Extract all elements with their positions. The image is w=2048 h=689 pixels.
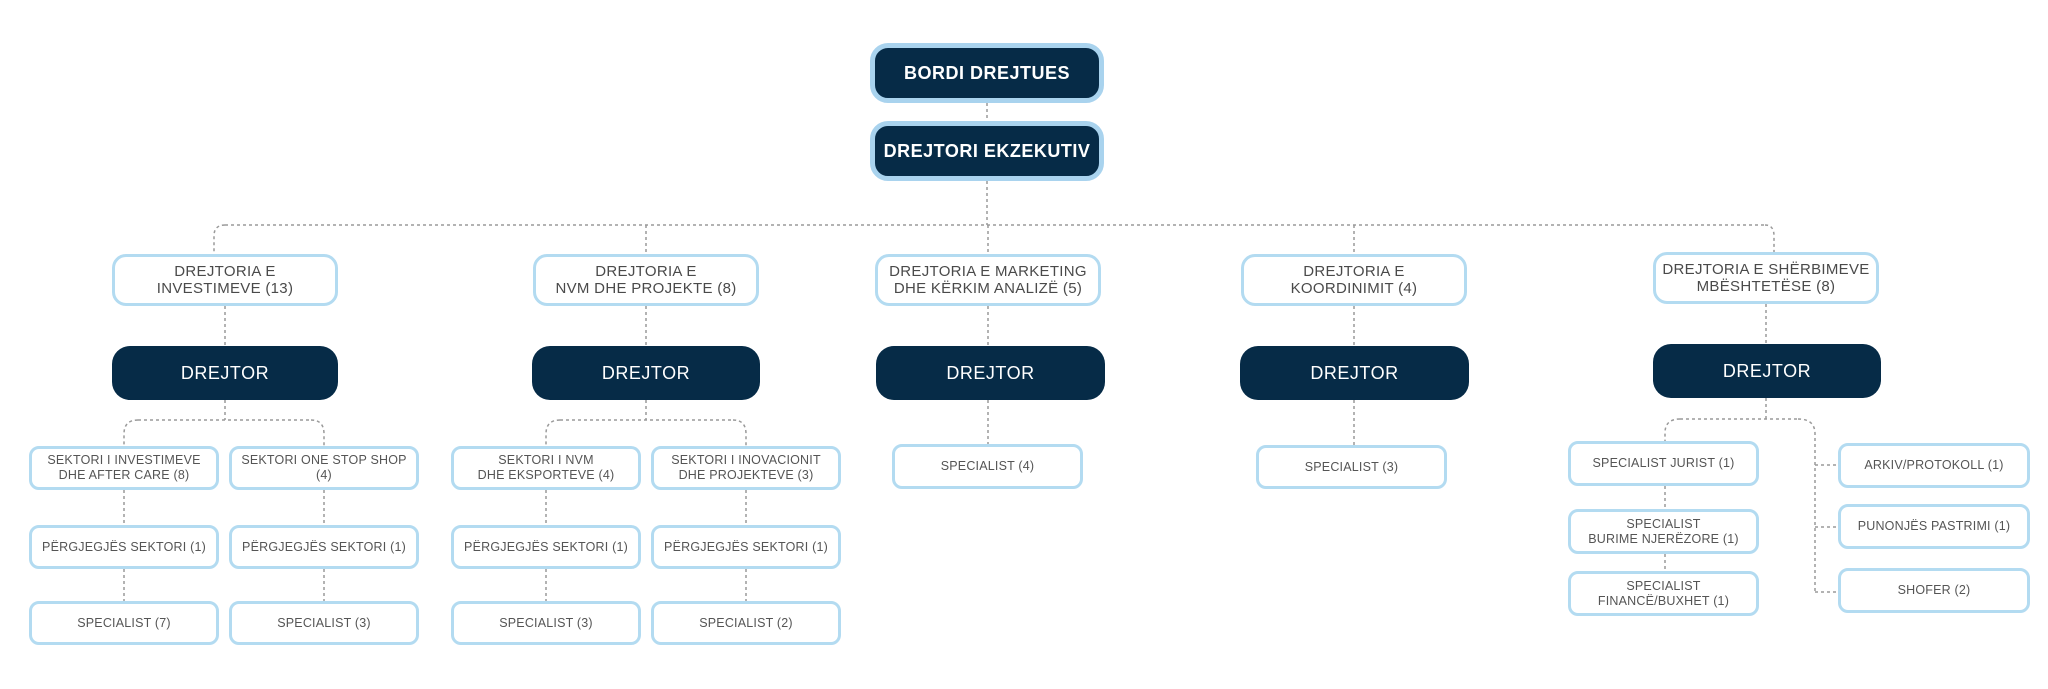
director-marketing: DREJTOR bbox=[876, 346, 1105, 400]
board-node: BORDI DREJTUES bbox=[870, 43, 1104, 103]
connector-line bbox=[123, 419, 139, 446]
sector-inovacionit-projekteve: SEKTORI I INOVACIONIT DHE PROJEKTEVE (3) bbox=[651, 446, 841, 490]
connector-line bbox=[310, 419, 325, 446]
director-koordinimit: DREJTOR bbox=[1240, 346, 1469, 400]
sector-lead: PËRGJEGJËS SEKTORI (1) bbox=[651, 525, 841, 569]
sector-nvm-eksporteve: SEKTORI I NVM DHE EKSPORTEVE (4) bbox=[451, 446, 641, 490]
connector-line bbox=[545, 419, 561, 446]
specialist-burime-njerezore: SPECIALIST BURIME NJERËZORE (1) bbox=[1568, 509, 1759, 554]
sector-investimeve-aftercare: SEKTORI I INVESTIMEVE DHE AFTER CARE (8) bbox=[29, 446, 219, 490]
directorate-marketing: DREJTORIA E MARKETING DHE KËRKIM ANALIZË… bbox=[875, 254, 1101, 306]
specialist-node: SPECIALIST (4) bbox=[892, 444, 1083, 489]
sector-one-stop-shop: SEKTORI ONE STOP SHOP (4) bbox=[229, 446, 419, 490]
sector-lead: PËRGJEGJËS SEKTORI (1) bbox=[29, 525, 219, 569]
support-arkiv-protokoll: ARKIV/PROTOKOLL (1) bbox=[1838, 443, 2030, 488]
directorate-sherbimeve: DREJTORIA E SHËRBIMEVE MBËSHTETËSE (8) bbox=[1653, 252, 1879, 304]
executive-node: DREJTORI EKZEKUTIV bbox=[870, 121, 1104, 181]
directorate-nvm-projekte: DREJTORIA E NVM DHE PROJEKTE (8) bbox=[533, 254, 759, 306]
support-punonjes-pastrimi: PUNONJËS PASTRIMI (1) bbox=[1838, 504, 2030, 549]
directorate-koordinimit: DREJTORIA E KOORDINIMIT (4) bbox=[1241, 254, 1467, 306]
specialist-node: SPECIALIST (2) bbox=[651, 601, 841, 645]
directorate-investimeve: DREJTORIA E INVESTIMEVE (13) bbox=[112, 254, 338, 306]
specialist-finance-buxhet: SPECIALIST FINANCË/BUXHET (1) bbox=[1568, 571, 1759, 616]
connector-line bbox=[1664, 418, 1681, 441]
connector-line bbox=[213, 224, 226, 254]
sector-lead: PËRGJEGJËS SEKTORI (1) bbox=[229, 525, 419, 569]
connector-line bbox=[1797, 418, 1816, 592]
director-nvm-projekte: DREJTOR bbox=[532, 346, 760, 400]
specialist-node: SPECIALIST (3) bbox=[229, 601, 419, 645]
director-investimeve: DREJTOR bbox=[112, 346, 338, 400]
connector-line bbox=[732, 419, 747, 446]
sector-lead: PËRGJEGJËS SEKTORI (1) bbox=[451, 525, 641, 569]
director-sherbimeve: DREJTOR bbox=[1653, 344, 1881, 398]
specialist-node: SPECIALIST (7) bbox=[29, 601, 219, 645]
connector-line bbox=[1764, 224, 1775, 252]
specialist-node: SPECIALIST (3) bbox=[451, 601, 641, 645]
specialist-node: SPECIALIST (3) bbox=[1256, 445, 1447, 489]
support-shofer: SHOFER (2) bbox=[1838, 568, 2030, 613]
specialist-jurist: SPECIALIST JURIST (1) bbox=[1568, 441, 1759, 486]
